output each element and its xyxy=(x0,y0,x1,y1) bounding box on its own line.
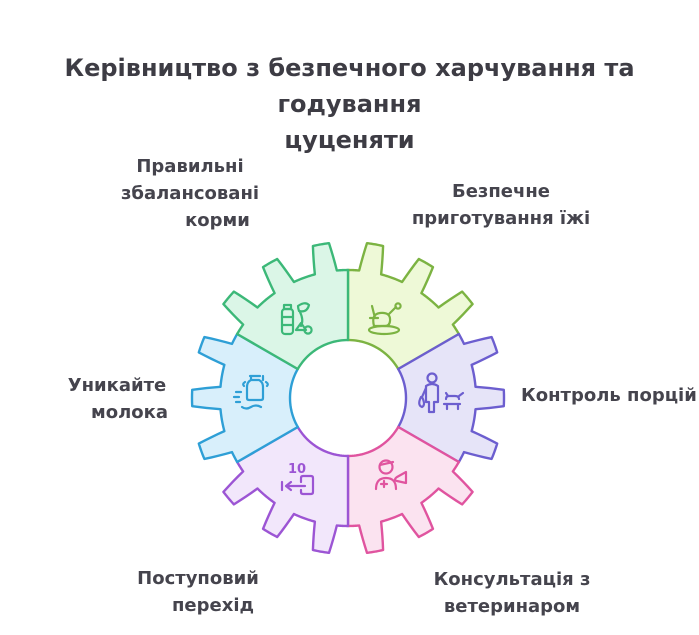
label-vet-consultation: Консультація з ветеринаром xyxy=(433,569,591,617)
page-title: Керівництво з безпечного харчування та г… xyxy=(0,50,699,158)
roast-chicken-icon xyxy=(367,302,402,336)
veterinarian-icon xyxy=(374,459,408,491)
page-title-line2: цуценяти xyxy=(284,126,415,154)
gear-segment-portion-control xyxy=(397,332,506,464)
gear-segment-avoid-milk xyxy=(190,332,299,464)
label-avoid-milk: Уникайте молока xyxy=(67,375,168,423)
label-balanced-food: Правильні збалансовані корми xyxy=(120,156,260,231)
ten-days-transition-icon: 10 xyxy=(280,462,315,496)
gear-segment-vet-consultation xyxy=(346,425,474,555)
label-safe-cooking: Безпечне приготування їжі xyxy=(411,181,591,229)
feeding-pet-icon xyxy=(418,372,465,414)
gear-segment-gradual-transition xyxy=(222,425,350,555)
page-title-line1: Керівництво з безпечного харчування та г… xyxy=(64,54,635,118)
groceries-icon xyxy=(280,302,313,336)
label-gradual-transition: Поступовий перехід xyxy=(137,568,259,616)
milk-jug-icon xyxy=(232,374,269,410)
gear-segment-safe-cooking xyxy=(346,241,474,371)
ten-days-number: 10 xyxy=(288,462,306,477)
label-portion-control: Контроль порцій xyxy=(521,385,697,406)
